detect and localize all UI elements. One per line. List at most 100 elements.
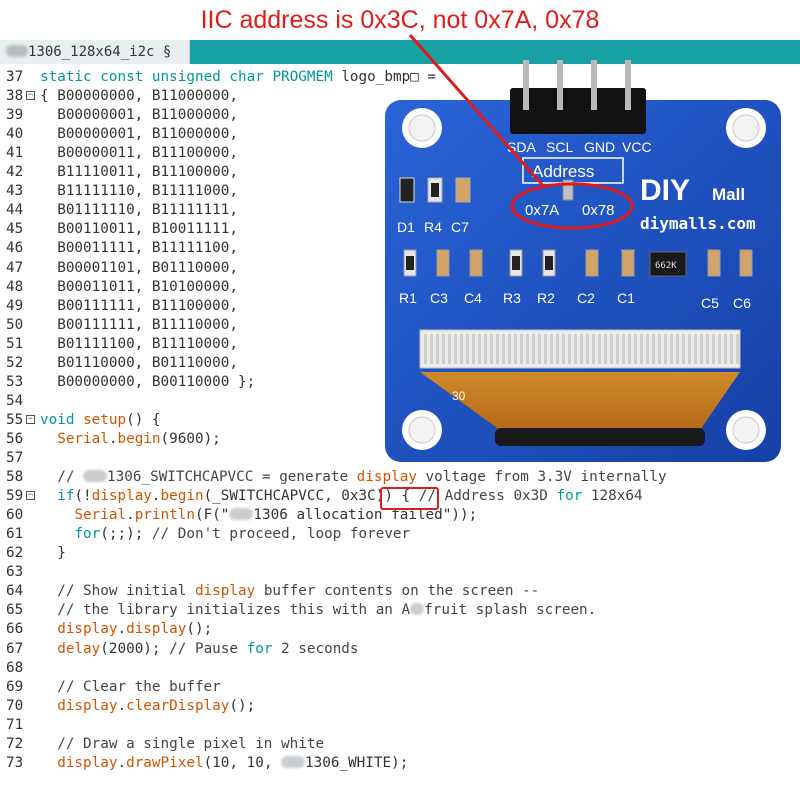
flex-pin [682, 334, 685, 364]
component-label: C6 [733, 295, 751, 311]
code-text: B00000000, B00110000 }; [40, 373, 256, 390]
line-number: 50 [6, 316, 24, 333]
line-number: 59 [6, 488, 24, 505]
flex-pin [526, 334, 529, 364]
flex-pin [490, 334, 493, 364]
component-label: R3 [503, 290, 521, 306]
line-number: 45 [6, 221, 24, 238]
flex-pin [472, 334, 475, 364]
code-text: // Show initial display buffer contents … [57, 583, 540, 600]
line-number: 46 [6, 240, 24, 257]
line-number: 41 [6, 145, 24, 162]
line-number: 44 [6, 202, 24, 219]
annotation-arrow [408, 34, 547, 189]
flex-pin [508, 334, 511, 364]
component-label: R1 [399, 290, 417, 306]
component-label: C2 [577, 290, 595, 306]
flex-pin [568, 334, 571, 364]
header-pins [510, 60, 646, 134]
line-number: 67 [6, 640, 24, 657]
bottom-components [403, 249, 753, 277]
code-text: } [40, 545, 66, 562]
component-label: C7 [451, 219, 469, 235]
code-text: if(!display.begin(_SWITCHCAPVCC, 0x3C)) … [57, 488, 643, 505]
code-text: B00000001, B11000000, [40, 107, 238, 124]
flex-pin [538, 334, 541, 364]
line-number: 71 [6, 716, 24, 733]
flex-pin [520, 334, 523, 364]
component-label: C1 [617, 290, 635, 306]
code-text: B11111110, B11111000, [40, 183, 238, 200]
flex-pin [580, 334, 583, 364]
flex-pin [646, 334, 649, 364]
address-option-0x78: 0x78 [582, 202, 615, 219]
flex-pin [670, 334, 673, 364]
flex-pin [676, 334, 679, 364]
flex-pin [550, 334, 553, 364]
top-components [399, 177, 471, 203]
line-number: 42 [6, 164, 24, 181]
flex-pin [628, 334, 631, 364]
line-number: 70 [6, 697, 24, 714]
flex-pin [592, 334, 595, 364]
code-text: { B00000000, B11000000, [40, 88, 238, 105]
flex-pin [442, 334, 445, 364]
code-text: B00111111, B11100000, [40, 297, 238, 314]
flex-pin [688, 334, 691, 364]
line-number: 38 [6, 88, 24, 105]
flex-pin [430, 334, 433, 364]
flex-pin [448, 334, 451, 364]
flex-pin [604, 334, 607, 364]
line-number: 73 [6, 754, 24, 771]
address-title: Address [532, 162, 594, 181]
flex-pin [532, 334, 535, 364]
code-text: B00000011, B11100000, [40, 145, 238, 162]
line-number: 43 [6, 183, 24, 200]
code-text: B00110011, B10011111, [40, 221, 238, 238]
fold-toggle-icon[interactable]: − [26, 90, 35, 101]
flex-pin [544, 334, 547, 364]
line-number: 66 [6, 621, 24, 638]
brand-suffix: Mall [712, 185, 745, 204]
line-number: 49 [6, 297, 24, 314]
code-text: // the library initializes this with an … [57, 602, 597, 619]
code-text: B01111110, B11111111, [40, 202, 238, 219]
flex-pin [616, 334, 619, 364]
code-text: Serial.println(F("1306 allocation failed… [74, 507, 478, 524]
line-number: 54 [6, 392, 24, 409]
annotation-headline: IIC address is 0x3C, not 0x7A, 0x78 [200, 6, 600, 34]
flex-pin [484, 334, 487, 364]
line-number: 58 [6, 469, 24, 486]
code-text: void setup() { [40, 411, 161, 428]
flex-pin [700, 334, 703, 364]
line-number: 57 [6, 450, 24, 466]
component-label: C4 [464, 290, 482, 306]
flex-pin [730, 334, 733, 364]
line-number: 48 [6, 278, 24, 295]
component-label: R4 [424, 219, 442, 235]
flex-pin [460, 334, 463, 364]
mounting-holes [402, 108, 766, 450]
flex-pin [724, 334, 727, 364]
line-number: 39 [6, 107, 24, 124]
code-text: B01110000, B01110000, [40, 354, 238, 371]
ic-marking: 662K [655, 261, 677, 271]
flex-pin [424, 334, 427, 364]
flex-pin [514, 334, 517, 364]
line-number: 52 [6, 354, 24, 371]
code-text: B11110011, B11100000, [40, 164, 238, 181]
code-text: B01111100, B11110000, [40, 335, 238, 352]
fold-toggle-icon[interactable]: − [26, 413, 35, 424]
code-text: // 1306_SWITCHCAPVCC = generate display … [57, 469, 667, 486]
flex-pin [652, 334, 655, 364]
code-text: B00011011, B10100000, [40, 278, 238, 295]
brand-logo: DIY [640, 174, 690, 207]
pin-label-vcc: VCC [622, 139, 652, 155]
fold-toggle-icon[interactable]: − [26, 490, 35, 501]
flex-label: 30 [452, 389, 466, 403]
code-text: static const unsigned char PROGMEM logo_… [40, 69, 437, 85]
tab-sketch[interactable]: 1306_128x64_i2c § [0, 40, 190, 64]
line-number: 51 [6, 335, 24, 352]
